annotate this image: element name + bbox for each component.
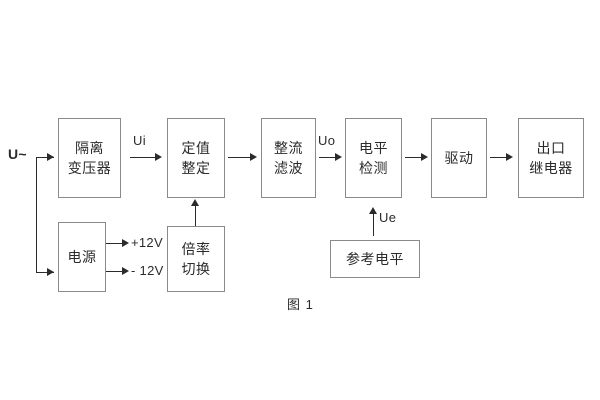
input-stub-line [36, 157, 54, 158]
block-line-2: 滤波 [274, 160, 303, 176]
block-line-1: 隔离 [75, 139, 104, 156]
block-output-relay: 出口 继电器 [518, 118, 584, 198]
block-line-1: 参考电平 [346, 250, 404, 267]
line-ui [130, 157, 158, 158]
arrowhead-to-power-supply [47, 267, 54, 276]
block-reference-level: 参考电平 [330, 240, 420, 278]
label-negative-12v: - 12V [131, 263, 164, 278]
input-bus-vertical [36, 157, 37, 272]
block-rectify-filter: 整流 滤波 [261, 118, 316, 198]
arrowhead-ui [155, 152, 162, 161]
block-line-1: 定值 [181, 139, 211, 156]
block-line-2: 切换 [181, 261, 211, 277]
block-multiplier-switch: 倍率 切换 [167, 226, 225, 292]
block-line-1: 电平 [359, 139, 388, 156]
input-voltage-label: U~ [8, 146, 27, 162]
block-setting-value: 定值 整定 [167, 118, 225, 198]
block-power-supply: 电源 [58, 222, 106, 292]
block-line-1: 出口 [536, 139, 566, 156]
arrowhead-negative-12v [122, 266, 129, 275]
block-driver: 驱动 [431, 118, 487, 198]
block-isolation-transformer: 隔离 变压器 [58, 118, 121, 198]
label-ue: Ue [379, 210, 397, 225]
block-line-1: 电源 [67, 248, 97, 265]
arrowhead-driver-to-relay [506, 152, 513, 161]
block-line-1: 整流 [274, 139, 303, 156]
arrowhead-setting-to-rectify [250, 152, 257, 161]
arrowhead-ue [368, 207, 377, 214]
arrowhead-multiplier-to-setting [190, 199, 199, 206]
arrowhead-uo [335, 152, 342, 161]
line-level-to-driver [405, 157, 426, 158]
block-line-2: 整定 [181, 160, 211, 176]
figure-caption: 图 1 [287, 297, 314, 312]
label-uo: Uo [318, 133, 336, 148]
label-positive-12v: +12V [131, 235, 163, 250]
line-ue [373, 213, 374, 236]
block-line-2: 检测 [359, 160, 388, 176]
power-output-negative-line [106, 271, 125, 272]
line-driver-to-relay [490, 157, 511, 158]
block-line-1: 驱动 [444, 149, 474, 166]
block-level-detect: 电平 检测 [345, 118, 402, 198]
line-multiplier-to-setting [195, 205, 196, 226]
input-branch-power-line [36, 272, 54, 273]
block-line-2: 继电器 [529, 160, 573, 176]
power-output-positive-line [106, 243, 125, 244]
block-line-2: 变压器 [67, 160, 112, 176]
label-ui: Ui [133, 133, 146, 148]
line-setting-to-rectify [228, 157, 253, 158]
arrowhead-to-isolation-transformer [47, 152, 54, 161]
arrowhead-level-to-driver [421, 152, 428, 161]
block-line-1: 倍率 [181, 240, 211, 257]
arrowhead-positive-12v [122, 238, 129, 247]
line-uo [319, 157, 340, 158]
